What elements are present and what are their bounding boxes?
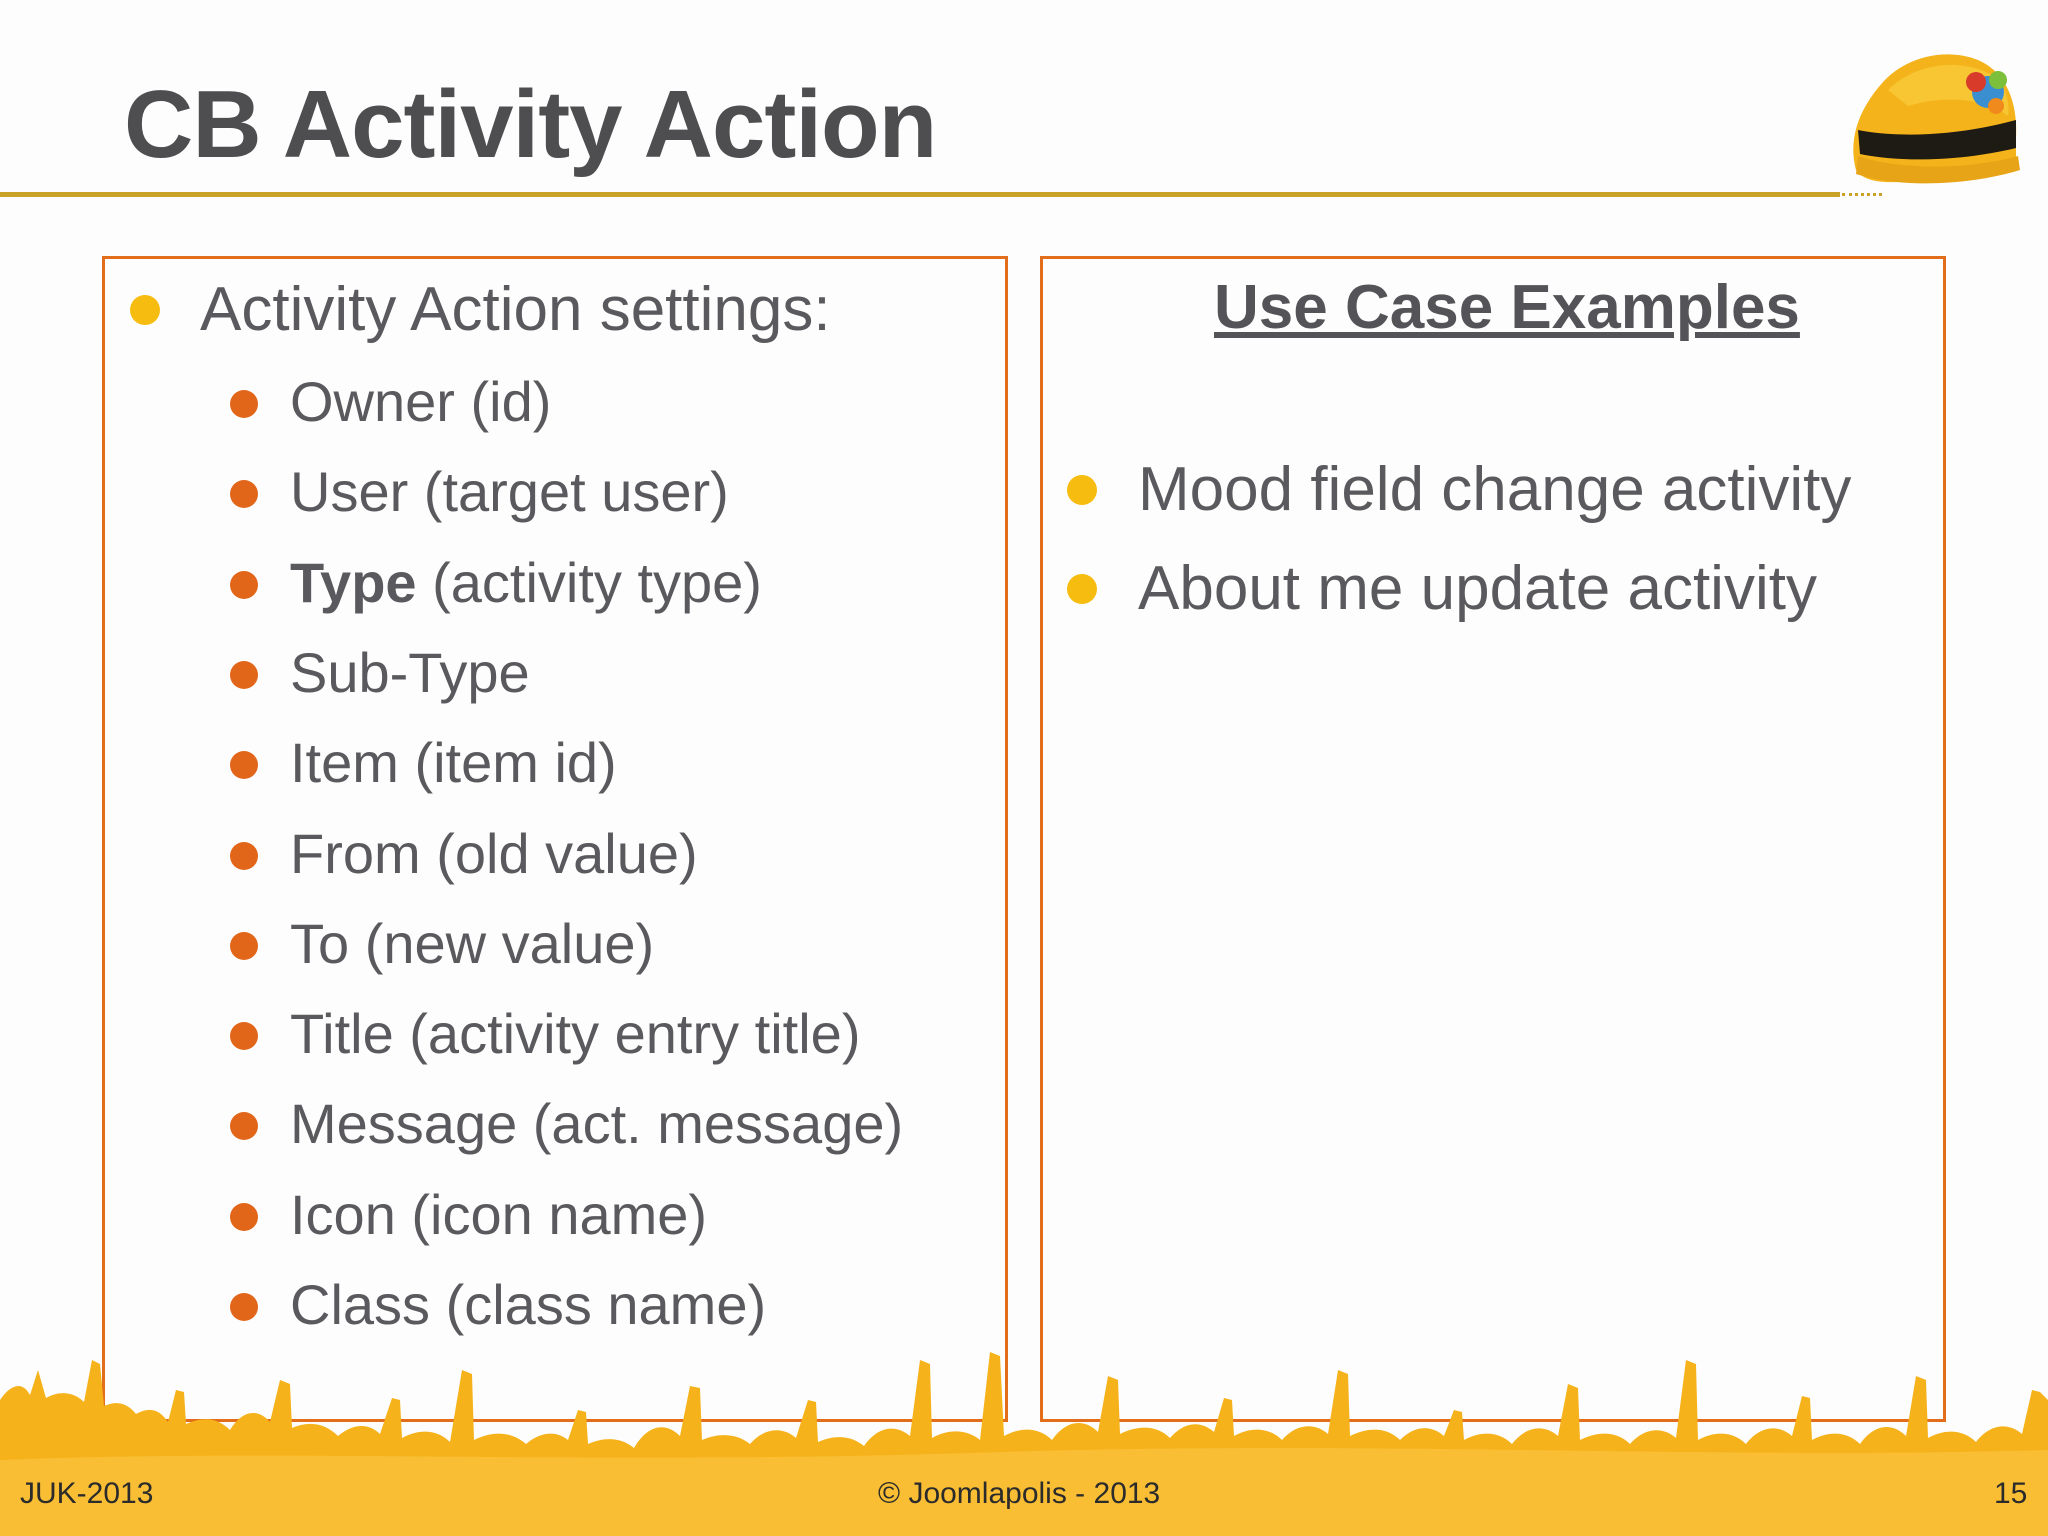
footer-event-label: JUK-2013 <box>20 1477 154 1510</box>
setting-item-text: From (old value) <box>290 822 698 885</box>
setting-item: Icon (icon name) <box>290 1179 707 1251</box>
setting-item: Item (item id) <box>290 727 617 799</box>
settings-heading: Activity Action settings: <box>200 275 831 344</box>
sub-bullet-icon <box>230 480 258 508</box>
sub-bullet-icon <box>230 571 258 599</box>
setting-item-text: Sub-Type <box>290 641 530 704</box>
setting-item: Message (act. message) <box>290 1088 903 1160</box>
setting-item-text: Message (act. message) <box>290 1092 904 1155</box>
use-case-box <box>1040 256 1946 1422</box>
sub-bullet-icon <box>230 751 258 779</box>
use-case-item: About me update activity <box>1138 554 1817 623</box>
settings-box <box>102 256 1008 1422</box>
use-case-item: Mood field change activity <box>1138 455 1852 524</box>
crowd-silhouette-image <box>0 1352 2048 1536</box>
setting-item-text: User (target user) <box>290 460 729 523</box>
sub-bullet-icon <box>230 1022 258 1050</box>
page-number: 15 <box>1994 1477 2028 1510</box>
setting-item-text: Class (class name) <box>290 1273 767 1336</box>
setting-item: Class (class name) <box>290 1269 766 1341</box>
setting-item-bold-part: Type <box>290 551 417 614</box>
setting-item-text: Title (activity entry title) <box>290 1002 861 1065</box>
sub-bullet-icon <box>230 1112 258 1140</box>
slide-title: CB Activity Action <box>124 71 937 178</box>
sub-bullet-icon <box>230 661 258 689</box>
setting-item-text: Owner (id) <box>290 370 552 433</box>
setting-item: Title (activity entry title) <box>290 998 860 1070</box>
setting-item: From (old value) <box>290 818 698 890</box>
title-underline-dots <box>1842 193 1882 196</box>
sub-bullet-icon <box>230 390 258 418</box>
bullet-icon <box>130 295 160 325</box>
setting-item: Type (activity type) <box>290 547 762 619</box>
title-underline <box>0 192 1840 197</box>
bullet-icon <box>1067 475 1097 505</box>
setting-item: User (target user) <box>290 456 729 528</box>
sub-bullet-icon <box>230 842 258 870</box>
sub-bullet-icon <box>230 1203 258 1231</box>
setting-item-text: (activity type) <box>416 551 762 614</box>
setting-item-text: Icon (icon name) <box>290 1183 708 1246</box>
hard-hat-icon <box>1853 54 2020 184</box>
setting-item: Owner (id) <box>290 366 551 438</box>
sub-bullet-icon <box>230 932 258 960</box>
setting-item-text: Item (item id) <box>290 731 617 794</box>
bullet-icon <box>1067 574 1097 604</box>
use-case-heading: Use Case Examples <box>1214 273 1800 342</box>
footer-copyright: © Joomlapolis - 2013 <box>878 1477 1161 1510</box>
setting-item: To (new value) <box>290 908 654 980</box>
sub-bullet-icon <box>230 1293 258 1321</box>
setting-item: Sub-Type <box>290 637 530 709</box>
setting-item-text: To (new value) <box>290 912 655 975</box>
